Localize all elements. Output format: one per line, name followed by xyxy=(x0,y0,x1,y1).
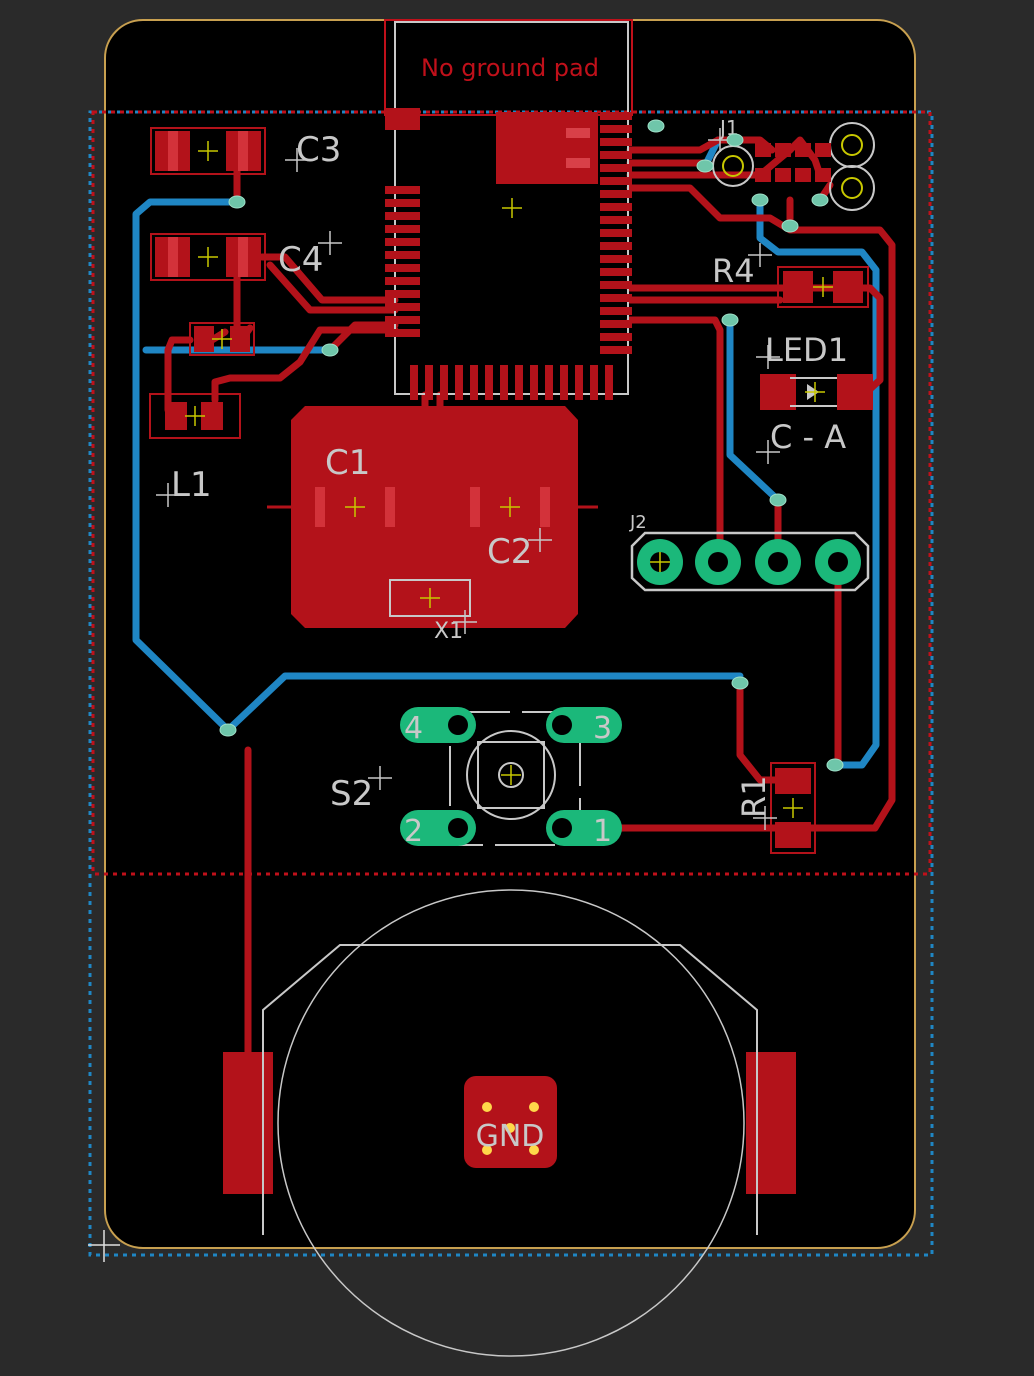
switch-s2 xyxy=(400,707,622,846)
label-r4: R4 xyxy=(712,252,755,290)
connector-j1 xyxy=(712,122,875,211)
label-l1: L1 xyxy=(171,465,212,505)
resistor-r1 xyxy=(770,762,816,854)
label-r1: R1 xyxy=(735,775,773,818)
inductor-l1-footprint xyxy=(149,393,241,439)
label-c3: C3 xyxy=(296,130,341,170)
capacitor-c3 xyxy=(150,127,266,175)
bottom-polygon-outline xyxy=(88,110,934,1257)
battery-pad-right xyxy=(746,1052,796,1194)
label-c2: C2 xyxy=(487,532,532,572)
vias xyxy=(219,119,844,772)
bottom-traces xyxy=(132,136,880,769)
label-j2: J2 xyxy=(629,512,647,533)
switch-pin-3: 3 xyxy=(593,711,612,746)
gnd-pad-vias xyxy=(482,1102,539,1155)
crystal-ground-pour xyxy=(291,406,578,628)
no-ground-pad-note: No ground pad xyxy=(421,54,599,82)
capacitor-c4 xyxy=(150,233,266,281)
label-c1: C1 xyxy=(325,443,370,483)
label-led1: LED1 xyxy=(765,331,848,369)
label-s2: S2 xyxy=(330,774,373,814)
switch-pin-4: 4 xyxy=(404,711,423,746)
header-j2 xyxy=(630,531,870,592)
battery-holder xyxy=(262,889,758,1357)
crystal-x1 xyxy=(389,579,471,617)
origin-marker xyxy=(88,1230,120,1262)
label-gnd: GND xyxy=(476,1119,545,1154)
gnd-center-pad xyxy=(464,1076,557,1168)
switch-pin-1: 1 xyxy=(593,814,612,849)
top-polygon-outline xyxy=(91,110,932,876)
label-x1: X1 xyxy=(434,619,463,644)
resistor-r4 xyxy=(777,266,869,308)
label-led-polarity: C - A xyxy=(770,418,846,456)
label-c4: C4 xyxy=(278,240,323,280)
switch-pin-2: 2 xyxy=(404,814,423,849)
capacitor-c2 xyxy=(422,483,598,531)
battery-pad-left xyxy=(223,1052,273,1194)
led-led1 xyxy=(760,374,873,410)
esp-module xyxy=(385,21,632,400)
